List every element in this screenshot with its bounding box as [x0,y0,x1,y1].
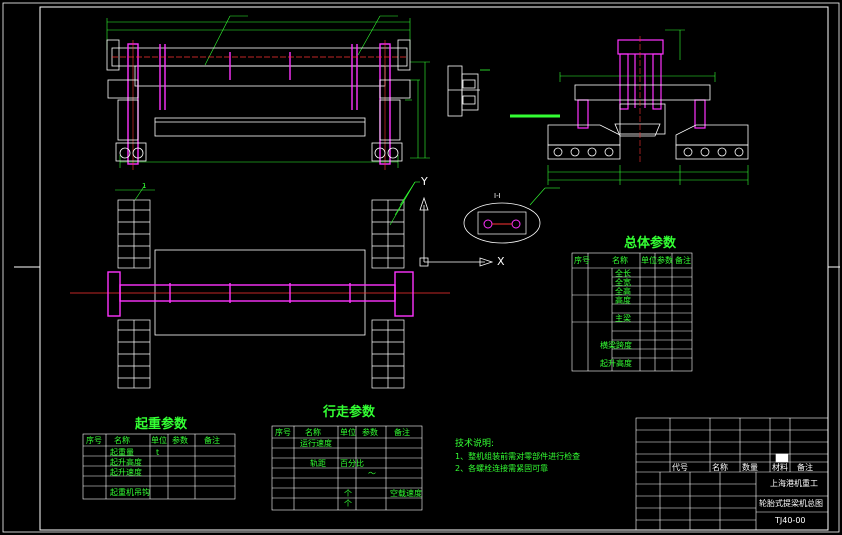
overall-header-note: 备注 [675,256,691,265]
parts-header-name: 名称 [712,463,728,472]
parts-header-note: 备注 [797,463,813,472]
front-elevation-view [106,15,430,170]
overall-table-title: 总体参数 [624,236,677,251]
lifting-row-5-name: 起重机吊钩 [110,488,150,497]
travel-row-6-note: 空载速度 [390,489,422,498]
axis-y-label: Y [421,175,428,188]
overall-row-1: 全长 [615,269,631,278]
lifting-header-no: 序号 [86,436,102,445]
travel-header-param: 参数 [362,428,378,437]
travel-row-3-unit: 百分比 [340,459,364,468]
travel-row-1-name: 运行速度 [300,439,332,448]
overall-row-2: 全宽 [615,278,631,287]
inner-frame [39,6,829,531]
company-name: 上海港机重工 [770,479,818,488]
overall-header-no: 序号 [574,256,590,265]
overall-header-param: 参数 [657,256,673,265]
overall-row-4: 高度 [615,296,631,305]
title-block [635,417,829,531]
overall-row-3: 全高 [615,287,631,296]
overall-header-name: 名称 [612,256,628,265]
parts-header-code: 代号 [672,463,688,472]
notes-line-2: 2、各螺栓连接需紧固可靠 [455,464,549,473]
overall-row-9: 横梁跨度 [600,341,632,350]
lifting-row-2-name: 起升高度 [110,458,142,467]
travel-row-4-param: ～ [368,469,376,478]
callout-1: 1 [142,182,147,190]
overall-header-unit: 单位 [641,256,657,265]
travel-row-6-unit: 个 [344,489,352,498]
table-lifting [82,433,236,500]
drawing-name: 轮胎式提梁机总图 [759,499,823,508]
section-detail [463,187,560,244]
parts-header-material: 材料 [772,463,788,472]
lifting-header-unit: 单位 [151,436,167,445]
side-elevation-view [547,29,749,185]
lifting-table-title: 起重参数 [135,417,188,432]
lifting-row-1-unit: t [156,448,160,457]
overall-row-12: 起升高度 [600,359,632,368]
travel-header-note: 备注 [394,428,410,437]
lifting-header-note: 备注 [204,436,220,445]
lifting-header-name: 名称 [114,436,130,445]
travel-header-unit: 单位 [340,428,356,437]
notes-title: 技术说明: [455,439,495,449]
travel-header-no: 序号 [275,428,291,437]
lifting-row-1-name: 起重量 [110,448,134,457]
parts-header-qty: 数量 [742,463,758,472]
notes-line-1: 1、整机组装前需对零部件进行检查 [455,452,581,461]
lifting-row-3-name: 起升速度 [110,468,142,477]
travel-row-7-unit: 个 [344,499,352,508]
side-detail-view [447,65,490,117]
table-travel [271,425,423,511]
lifting-header-param: 参数 [172,436,188,445]
travel-header-name: 名称 [305,428,321,437]
plan-view [70,181,494,389]
section-label: I-I [494,192,501,200]
axis-x-label: X [497,255,505,268]
drawing-number: TJ40-00 [775,516,806,525]
travel-table-title: 行走参数 [323,405,376,420]
table-overall [571,252,693,372]
travel-row-3-name: 轨距 [310,459,326,468]
overall-row-6: 主梁 [615,314,631,323]
